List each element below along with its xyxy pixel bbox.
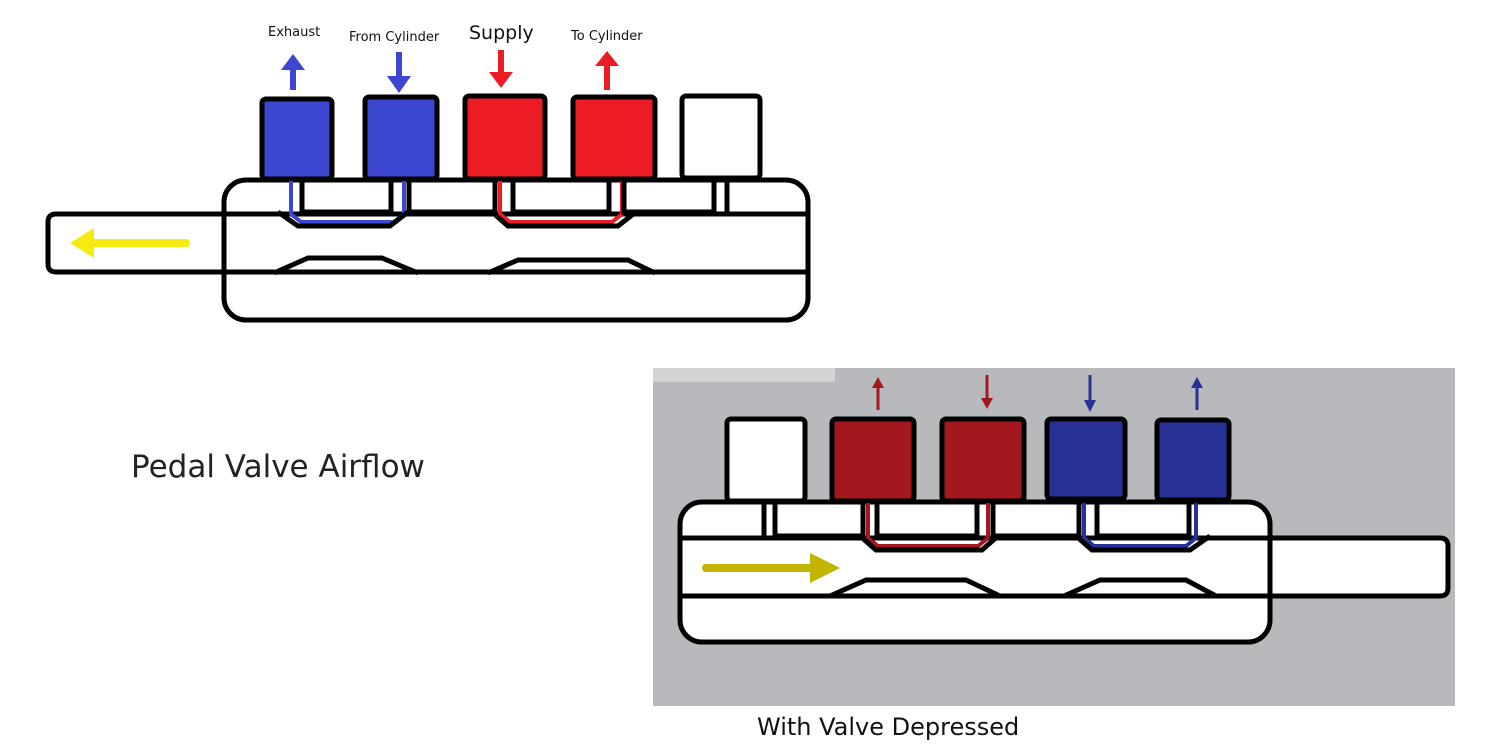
flow-direction-arrow — [702, 553, 840, 583]
spool-land — [487, 257, 657, 276]
depressed-blue-port-block — [1044, 416, 1128, 502]
depressed-red-port-block — [939, 416, 1027, 504]
supply-label: Supply — [469, 22, 534, 44]
exhaust-port-block — [259, 96, 335, 182]
spool-land — [828, 577, 1002, 599]
depressed-red-arrow-up — [872, 377, 884, 410]
depressed-valve — [653, 368, 1455, 706]
depressed-caption: With Valve Depressed — [757, 713, 1020, 741]
depressed-red-passage — [866, 503, 990, 548]
spool-window — [510, 177, 612, 215]
spool-window — [1094, 499, 1192, 539]
spool-window — [874, 499, 980, 539]
blank-port-block — [679, 93, 763, 181]
spool-window — [772, 499, 866, 539]
depressed-blue-port-block — [1154, 417, 1232, 503]
from-cylinder-label: From Cylinder — [349, 30, 440, 45]
to-cylinder-label: To Cylinder — [571, 29, 643, 44]
spool-land — [272, 255, 419, 276]
released-valve — [45, 50, 811, 323]
blank-port-block — [724, 416, 808, 504]
depressed-blue-arrow-down — [1084, 375, 1096, 412]
to-cylinder-port-block — [570, 94, 658, 182]
depressed-blue-passage — [1082, 503, 1198, 548]
flow-direction-arrow — [70, 228, 190, 258]
to-cylinder-arrow-up — [595, 51, 619, 90]
page-title: Pedal Valve Airflow — [131, 449, 425, 485]
exhaust-passage — [289, 181, 406, 224]
spool-land — [1062, 577, 1218, 599]
spool-window — [621, 177, 717, 215]
panel-tab — [653, 368, 835, 382]
depressed-blue-arrow-up — [1191, 377, 1203, 410]
spool-window — [990, 499, 1082, 539]
supply-port-block — [462, 93, 548, 182]
exhaust-arrow-up — [281, 54, 305, 90]
supply-arrow-down — [489, 50, 513, 88]
plunger-rod — [1268, 535, 1451, 599]
exhaust-label: Exhaust — [268, 25, 321, 40]
depressed-red-arrow-down — [981, 375, 993, 409]
spool-window — [406, 177, 498, 215]
from-cylinder-arrow-down — [387, 52, 411, 93]
depressed-red-port-block — [829, 416, 917, 504]
from-cylinder-port-block — [362, 94, 440, 182]
spool-window — [299, 177, 394, 215]
